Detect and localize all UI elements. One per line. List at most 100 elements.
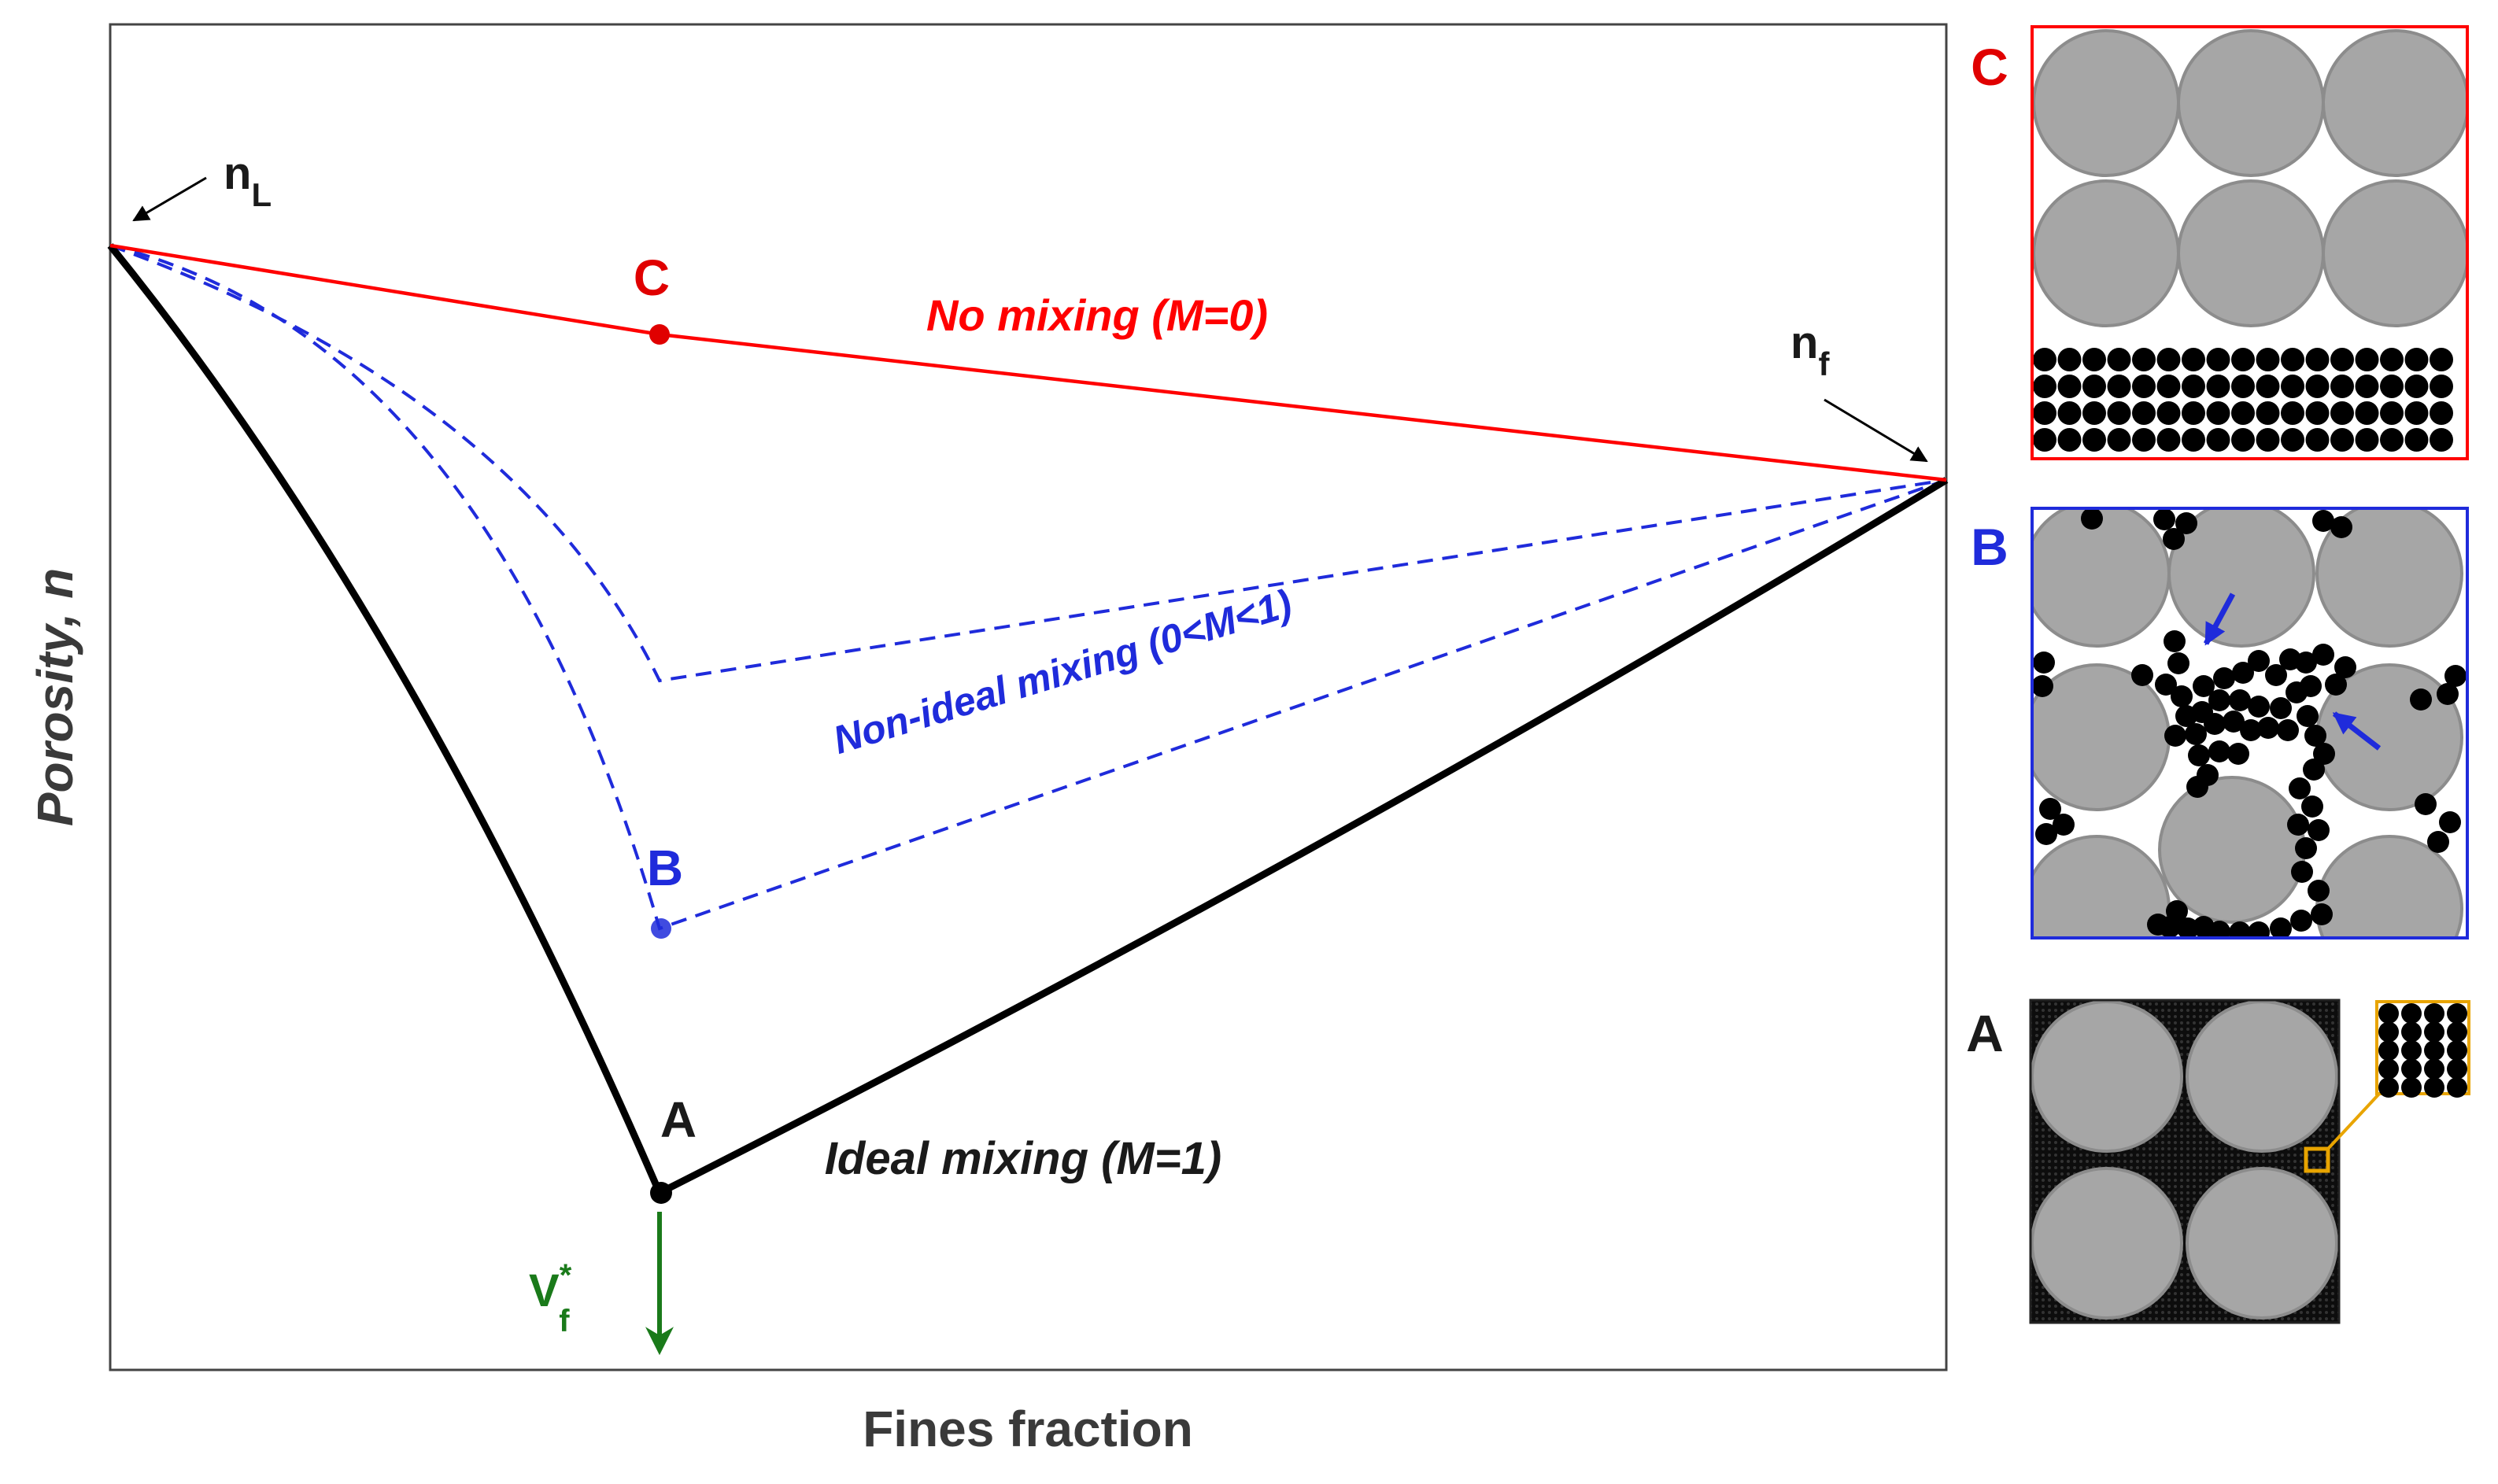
fine-particle	[2033, 652, 2055, 674]
fine-particle	[2312, 510, 2334, 532]
panel-b-arrow-upper	[2203, 592, 2236, 646]
coarse-grain	[2315, 835, 2463, 938]
fine-particle	[2175, 705, 2197, 727]
fine-particle	[2155, 674, 2177, 696]
point-c-marker	[649, 324, 670, 345]
panel-c-label: C	[1971, 38, 2008, 96]
fine-particle	[2232, 662, 2254, 684]
fine-particle	[2053, 814, 2075, 836]
fine-particle	[2305, 348, 2330, 371]
fine-particle	[2033, 428, 2056, 452]
fine-particle	[2401, 1058, 2422, 1080]
fine-particle	[2312, 644, 2334, 666]
fine-particle	[2303, 759, 2325, 781]
fine-particle	[2447, 1058, 2467, 1080]
nl-arrow	[132, 176, 207, 222]
fine-particle	[2208, 740, 2230, 762]
fine-particle	[2330, 428, 2354, 452]
fine-particle	[2231, 401, 2255, 425]
fine-particle	[2378, 1058, 2399, 1080]
fine-particle	[2287, 814, 2309, 836]
fine-particle	[2424, 1021, 2444, 1043]
nl-label: nL	[224, 148, 272, 213]
fine-particle	[2401, 1040, 2422, 1061]
coarse-grain	[2032, 835, 2171, 938]
fine-particle	[2147, 914, 2169, 936]
zoom-inset-fines	[2378, 1003, 2467, 1098]
vf-label: V*f	[529, 1258, 572, 1338]
fine-particle	[2447, 1040, 2467, 1061]
fine-particle	[2182, 401, 2205, 425]
ideal-mixing-curve	[107, 243, 1949, 1198]
fine-particle	[2229, 921, 2251, 938]
coarse-grain	[2167, 508, 2315, 648]
point-a-marker	[650, 1182, 672, 1204]
fine-particle	[2304, 725, 2326, 747]
fine-particle	[2107, 428, 2131, 452]
fine-particle	[2330, 401, 2354, 425]
non-ideal-mixing-curves	[109, 244, 1947, 931]
point-b-marker	[651, 918, 671, 939]
fine-particle	[2290, 910, 2312, 932]
fine-particle	[2378, 1021, 2399, 1043]
fine-particle	[2185, 723, 2207, 745]
fine-particle	[2380, 401, 2404, 425]
fine-particle	[2057, 375, 2082, 398]
fine-particle	[2082, 428, 2106, 452]
fine-particle	[2256, 375, 2280, 398]
zoom-source-box	[2304, 1146, 2330, 1173]
fine-particle	[2291, 861, 2313, 883]
fine-particle	[2057, 348, 2082, 371]
fine-particle	[2404, 348, 2429, 371]
fine-particle	[2308, 819, 2330, 841]
fine-particle	[2175, 512, 2197, 534]
coarse-grain	[2322, 29, 2467, 177]
fine-particle	[2206, 428, 2230, 452]
fine-particle	[2156, 401, 2181, 425]
fine-particle	[2240, 719, 2262, 741]
fine-particle	[2206, 375, 2230, 398]
fine-particle	[2206, 348, 2230, 371]
point-b-label: B	[647, 840, 683, 896]
fine-particle	[2231, 428, 2255, 452]
non-ideal-curve-upper	[109, 244, 1947, 683]
fine-particle	[2378, 1077, 2399, 1098]
panel-b-packing	[2032, 508, 2467, 938]
fine-particle	[2297, 705, 2319, 727]
fine-particle	[2378, 1040, 2399, 1061]
point-c-label: C	[634, 249, 670, 306]
fine-particle	[2167, 652, 2189, 674]
fine-particle	[2132, 375, 2156, 398]
fine-particle	[2330, 348, 2354, 371]
x-axis-label: Fines fraction	[863, 1401, 1193, 1457]
fine-particle	[2430, 401, 2453, 425]
fine-particle	[2033, 375, 2056, 398]
fine-particle	[2301, 796, 2323, 818]
fine-particle	[2404, 375, 2429, 398]
fine-particle	[2156, 348, 2181, 371]
non-ideal-curve-lower	[109, 244, 1947, 931]
fine-particle	[2082, 348, 2106, 371]
fine-particle	[2132, 401, 2156, 425]
y-axis-label: Porosity, n	[27, 568, 83, 826]
fine-particle	[2033, 348, 2056, 371]
fine-particle	[2131, 664, 2153, 686]
fine-particle	[2206, 401, 2230, 425]
fine-particle	[2035, 823, 2057, 845]
fine-particle	[2227, 743, 2249, 765]
fine-particle	[2082, 375, 2106, 398]
fine-particle	[2231, 348, 2255, 371]
fine-particle	[2355, 428, 2379, 452]
fine-particle	[2033, 401, 2056, 425]
fine-particle	[2289, 777, 2311, 799]
panel-b-frame	[2031, 507, 2469, 939]
fine-particle	[2248, 696, 2270, 718]
fine-particle	[2081, 508, 2103, 530]
fine-particle	[2188, 744, 2210, 766]
point-a-label: A	[660, 1091, 697, 1148]
fine-particle	[2311, 903, 2333, 925]
fine-particle	[2295, 652, 2317, 674]
fine-particle	[2380, 428, 2404, 452]
fine-particle	[2193, 675, 2215, 697]
